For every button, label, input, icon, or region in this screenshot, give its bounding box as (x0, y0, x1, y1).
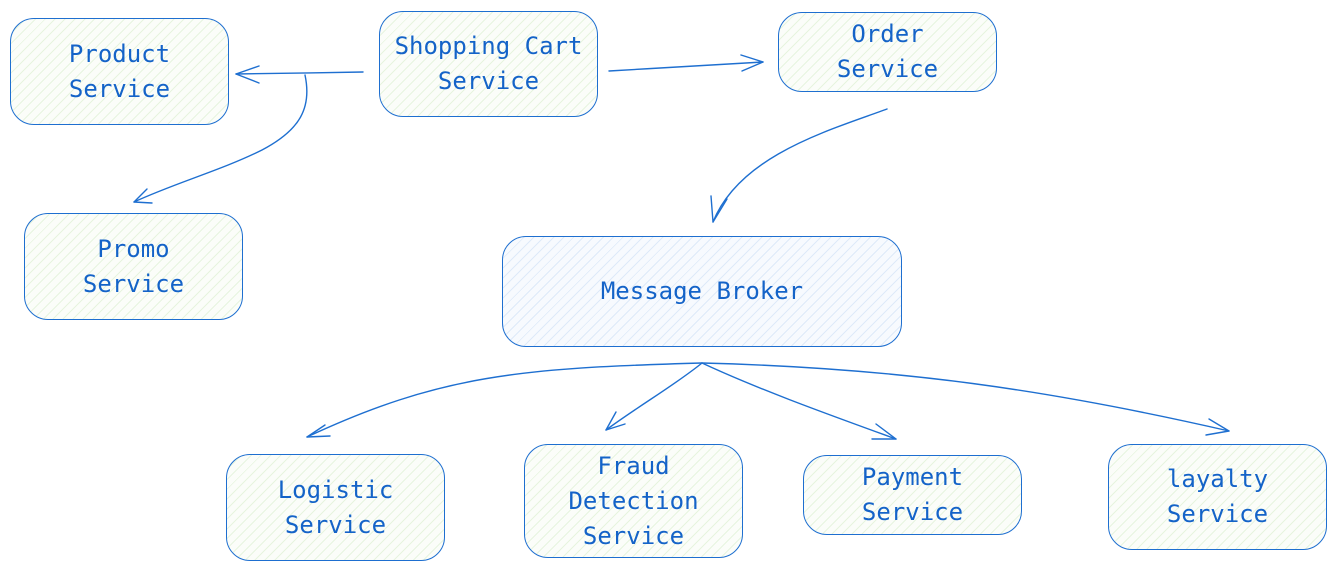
shopping-cart-service-node[interactable]: Shopping Cart Service (379, 11, 598, 117)
edge-cart-to-order (608, 54, 764, 72)
order-service-label: Order Service (836, 20, 939, 83)
promo-service-label: Promo Service (82, 234, 185, 298)
payment-service-node[interactable]: Payment Service (803, 455, 1022, 535)
edge-broker-to-loyalty (701, 362, 1230, 436)
edge-broker-to-logistic (306, 362, 703, 438)
fraud-detection-service-label: Fraud Detection Service (568, 451, 699, 550)
order-service-node[interactable]: Order Service (778, 12, 997, 92)
edge-broker-to-payment (701, 362, 897, 440)
loyalty-service-label: layalty Service (1166, 465, 1269, 528)
fraud-detection-service-node[interactable]: Fraud Detection Service (524, 444, 743, 558)
message-broker-node[interactable]: Message Broker (502, 236, 902, 347)
loyalty-service-node[interactable]: layalty Service (1108, 444, 1327, 550)
edge-order-to-broker (710, 108, 888, 223)
product-service-label: Product Service (68, 39, 171, 103)
payment-service-label: Payment Service (861, 463, 964, 526)
product-service-node[interactable]: Product Service (10, 18, 229, 125)
logistic-service-node[interactable]: Logistic Service (226, 454, 445, 561)
message-broker-label: Message Broker (600, 277, 804, 305)
promo-service-node[interactable]: Promo Service (24, 213, 243, 320)
edge-broker-to-fraud (605, 362, 703, 431)
edge-cart-to-product (235, 65, 364, 84)
shopping-cart-service-label: Shopping Cart Service (394, 32, 583, 95)
logistic-service-label: Logistic Service (277, 475, 394, 539)
edge-cart-to-promo (133, 74, 308, 204)
